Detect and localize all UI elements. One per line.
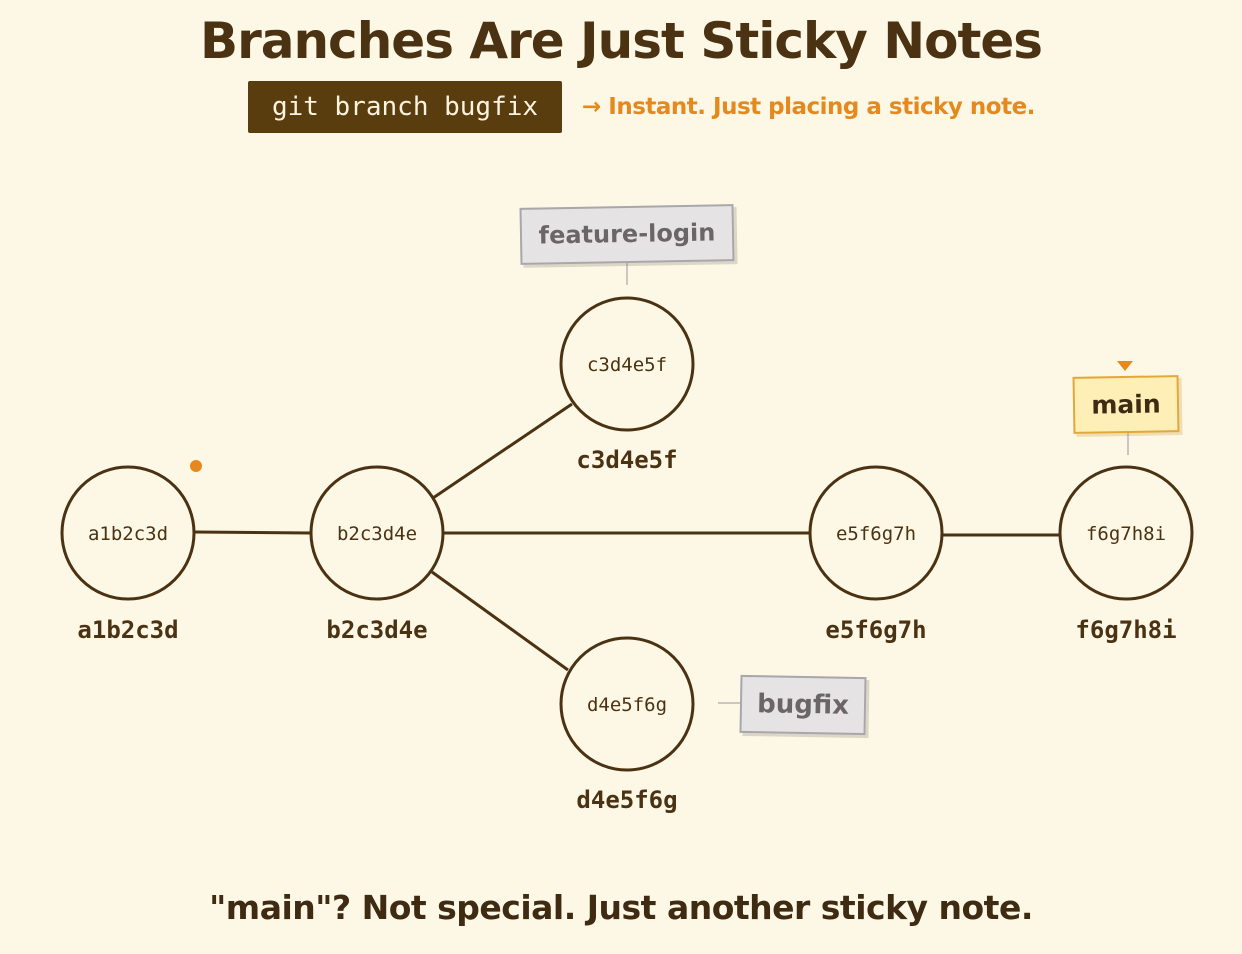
commit-node-b2c3d4e: b2c3d4e b2c3d4e (309, 465, 445, 644)
commit-id-a1b2c3d: a1b2c3d (88, 523, 168, 545)
command-code: git branch bugfix (248, 81, 562, 133)
head-marker-icon (1117, 361, 1133, 371)
commit-label-d4e5f6g: d4e5f6g (576, 786, 677, 814)
edge-b2c3d4e-d4e5f6g (431, 570, 569, 672)
commit-label-b2c3d4e: b2c3d4e (326, 616, 427, 644)
commit-node-d4e5f6g: d4e5f6g d4e5f6g (559, 636, 695, 814)
commit-id-d4e5f6g: d4e5f6g (587, 694, 667, 716)
commit-label-e5f6g7h: e5f6g7h (825, 616, 926, 644)
edge-b2c3d4e-c3d4e5f (432, 402, 573, 500)
commit-id-f6g7h8i: f6g7h8i (1086, 523, 1166, 545)
edge-a1b2c3d-b2c3d4e (193, 530, 311, 535)
command-row: git branch bugfix → Instant. Just placin… (248, 81, 1035, 133)
commit-id-b2c3d4e: b2c3d4e (337, 523, 417, 545)
commit-id-c3d4e5f: c3d4e5f (587, 354, 667, 376)
commit-label-c3d4e5f: c3d4e5f (576, 446, 677, 474)
footer-caption: "main"? Not special. Just another sticky… (209, 888, 1033, 927)
branch-tag-bugfix: bugfix (739, 674, 867, 736)
commit-node-f6g7h8i: f6g7h8i f6g7h8i (1058, 465, 1194, 644)
branch-tag-main: main (1072, 375, 1180, 434)
commit-node-a1b2c3d: a1b2c3d a1b2c3d (60, 465, 196, 644)
commit-node-e5f6g7h: e5f6g7h e5f6g7h (808, 465, 944, 644)
commit-id-e5f6g7h: e5f6g7h (836, 523, 916, 545)
diagram-title: Branches Are Just Sticky Notes (199, 12, 1043, 70)
branch-tag-feature-login: feature-login (519, 204, 735, 265)
commit-label-f6g7h8i: f6g7h8i (1075, 616, 1176, 644)
working-dot-icon (190, 460, 202, 472)
command-note: → Instant. Just placing a sticky note. (582, 94, 1035, 120)
commit-node-c3d4e5f: c3d4e5f c3d4e5f (559, 296, 695, 474)
commit-label-a1b2c3d: a1b2c3d (77, 616, 178, 644)
